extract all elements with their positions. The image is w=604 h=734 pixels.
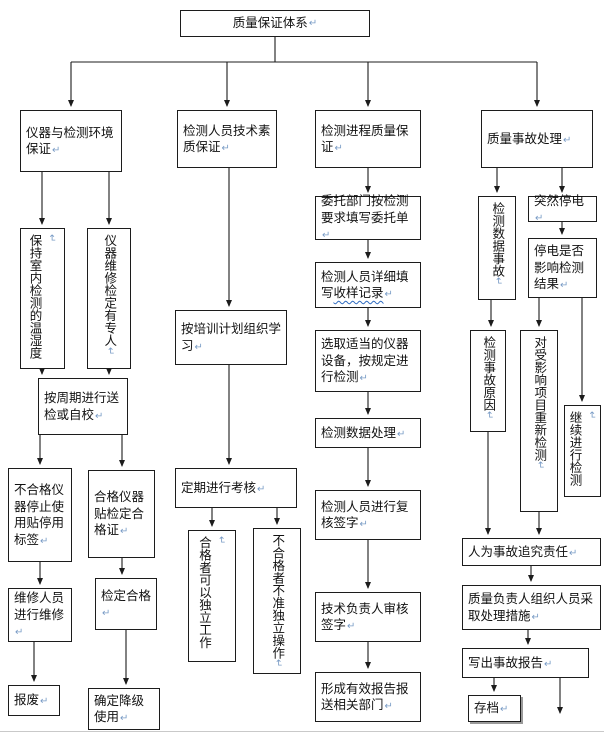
node-accident-cause: 检测事故原因↵	[470, 330, 506, 432]
node-instrument-env-assurance: 仪器与检测环境保证↵	[20, 110, 122, 172]
node-downgrade-use: 确定降级使用↵	[88, 688, 160, 730]
node-sample-record: 检测人员详细填写收样记录↵	[315, 262, 421, 308]
node-training-plan-study: 按培训计划组织学习↵	[175, 310, 287, 365]
node-process-quality-assurance: 检测进程质量保证↵	[315, 110, 421, 168]
node-archive: 存档↵	[468, 695, 521, 722]
node-personnel-skill-assurance: 检测人员技术素质保证↵	[177, 110, 277, 168]
node-issue-report: 形成有效报告报送相关部门↵	[315, 672, 421, 722]
node-select-instrument-test: 选取适当的仪器设备，按规定进行检测↵	[315, 330, 421, 392]
node-quality-lead-measures: 质量负责人组织人员采取处理措施↵	[462, 585, 601, 630]
node-periodic-assessment: 定期进行考核↵	[175, 468, 297, 508]
node-recheck-signature: 检测人员进行复核签字↵	[315, 490, 421, 540]
node-test-data-accident: 检测数据事故↵	[478, 196, 516, 300]
node-qualified-work-independently: 合格者可以独立工作↵	[188, 530, 236, 662]
node-instrument-maintenance-person: 仪器维修检定有专人↵	[87, 228, 131, 369]
node-repair-by-maintainer: 维修人员进行维修↵	[8, 588, 72, 642]
node-keep-temp-humidity: 保持室内检测的温湿度↵	[20, 228, 65, 369]
node-human-accident-accountability: 人为事故追究责任↵	[462, 538, 601, 566]
node-scrap: 报废↵	[8, 685, 60, 716]
node-quality-accident-handling: 质量事故处理↵	[481, 110, 593, 168]
node-write-accident-report: 写出事故报告↵	[462, 648, 589, 678]
node-continue-testing: 继续进行检测↵	[564, 405, 601, 497]
node-unqualified-instrument-stop: 不合格仪器停止使用贴停用标签↵	[8, 468, 72, 562]
node-unqualified-no-independent-work: 不合格者不准独立操作↵	[253, 528, 301, 674]
node-quality-system-title: 质量保证体系↵	[180, 10, 370, 37]
node-verification-passed: 检定合格↵	[95, 578, 157, 630]
node-retest-affected-items: 对受影响项目重新检测↵	[520, 330, 558, 512]
node-data-processing: 检测数据处理↵	[315, 418, 421, 448]
node-power-failure-impact: 停电是否影响检测结果↵	[528, 238, 597, 298]
node-commission-form: 委托部门按检测要求填写委托单↵	[315, 193, 421, 241]
node-tech-lead-review-signature: 技术负责人审核签字↵	[315, 592, 421, 642]
node-qualified-instrument-label: 合格仪器贴检定合格证↵	[88, 470, 155, 558]
node-sudden-power-failure: 突然停电↵	[528, 193, 597, 224]
node-periodic-calibration: 按周期进行送检或自校↵	[38, 378, 128, 435]
page-bottom-edge	[0, 731, 604, 732]
